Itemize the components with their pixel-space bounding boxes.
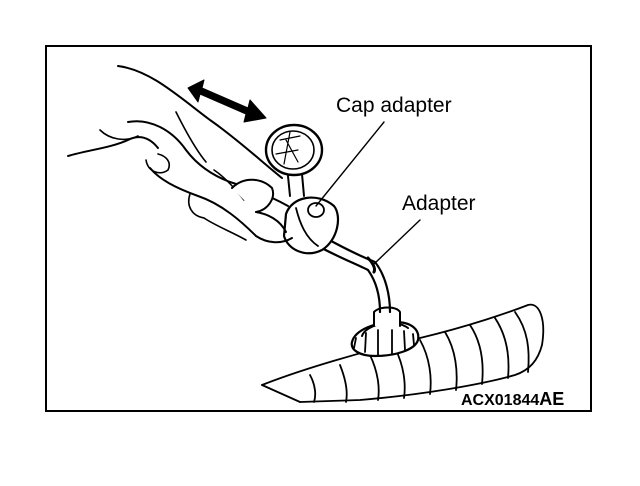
adapter-hose	[316, 234, 392, 314]
leader-lines	[315, 121, 421, 265]
double-arrow-icon	[187, 79, 267, 123]
label-cap-adapter: Cap adapter	[336, 94, 452, 117]
figure-code-main: ACX01844	[461, 392, 540, 409]
radiator	[261, 303, 545, 403]
pump-and-hand	[67, 65, 293, 244]
leader-line-adapter	[373, 219, 421, 265]
leader-line-cap-adapter	[315, 121, 385, 207]
cap-adapter-body	[282, 196, 340, 255]
figure-code: ACX01844AE	[461, 389, 564, 410]
label-adapter: Adapter	[402, 192, 476, 215]
figure-code-suffix: AE	[539, 389, 565, 409]
radiator-cap	[350, 306, 420, 358]
pressure-gauge	[264, 123, 324, 197]
